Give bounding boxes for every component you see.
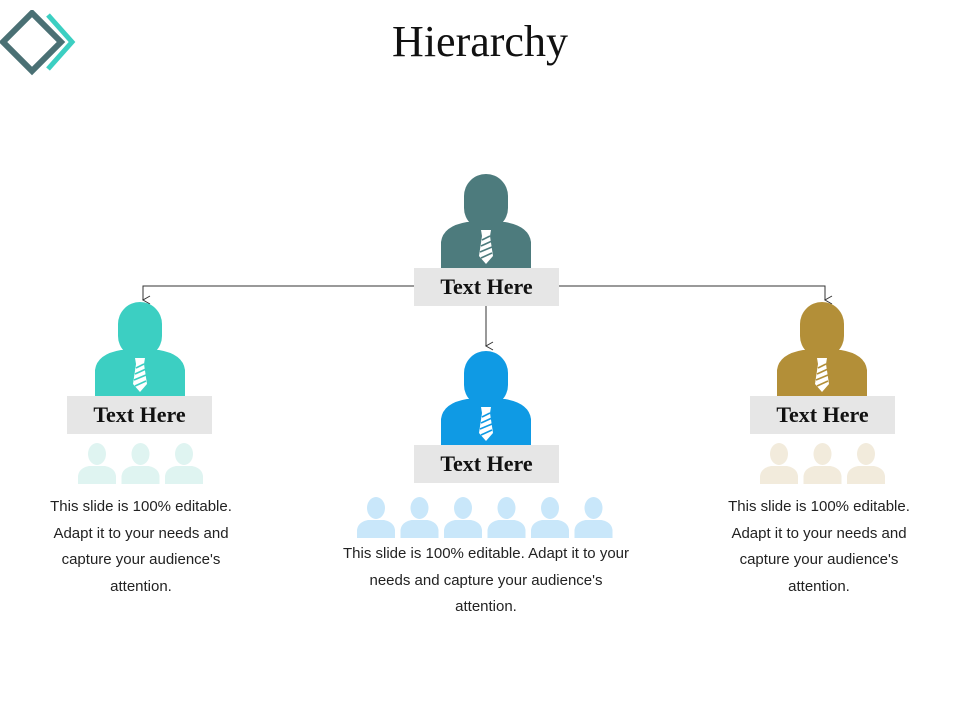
diamond-logo-icon <box>0 10 76 76</box>
person-small-icon <box>531 497 569 538</box>
person-small-icon <box>803 443 842 484</box>
person-small-icon <box>400 497 439 538</box>
person-small-icon <box>165 443 203 484</box>
person-small-icon <box>574 497 613 538</box>
node-label-center: Text Here <box>414 445 559 483</box>
person-small-icon <box>847 443 885 484</box>
node-label-left: Text Here <box>67 396 212 434</box>
person-small-icon <box>760 443 798 484</box>
description-left: This slide is 100% editable. Adapt it to… <box>50 498 232 595</box>
person-small-icon <box>487 497 526 538</box>
people-group-center-icon <box>357 497 613 538</box>
people-group-right-icon <box>760 443 885 484</box>
node-label-right: Text Here <box>750 396 895 434</box>
people-group-left-icon <box>78 443 203 484</box>
person-small-icon <box>444 497 482 538</box>
connector-left <box>141 285 414 305</box>
person-left-icon <box>95 302 185 396</box>
description-right: This slide is 100% editable. Adapt it to… <box>728 498 910 595</box>
node-label-top: Text Here <box>414 268 559 306</box>
page-title: Hierarchy <box>392 17 568 66</box>
person-top-icon <box>441 174 531 268</box>
person-center-icon <box>441 351 531 445</box>
person-small-icon <box>357 497 395 538</box>
person-right-icon <box>777 302 867 396</box>
person-small-icon <box>78 443 116 484</box>
description-center: This slide is 100% editable. Adapt it to… <box>343 545 629 615</box>
connector-right <box>559 285 833 305</box>
person-small-icon <box>121 443 160 484</box>
